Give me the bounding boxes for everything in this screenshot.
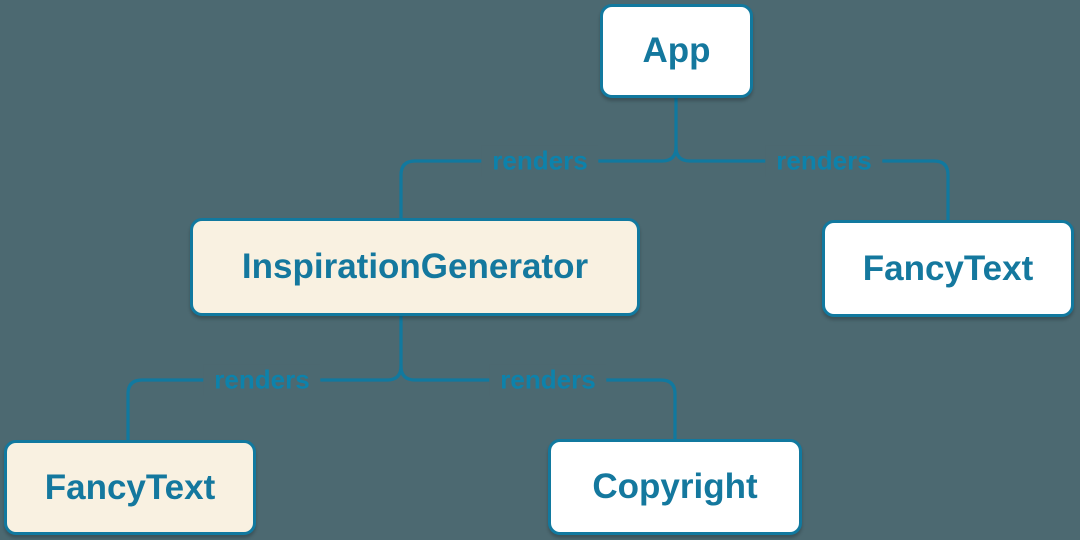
node-fancy-text-top: FancyText [822, 220, 1074, 317]
node-inspiration-generator: InspirationGenerator [190, 218, 640, 316]
node-copyright: Copyright [548, 439, 802, 535]
edge-label-renders-app-fancytext: renders [765, 145, 883, 177]
edge-label-renders-inspirationgenerator-copyright: renders [489, 364, 607, 396]
node-fancy-text-bottom: FancyText [4, 440, 256, 535]
node-app: App [600, 4, 753, 98]
edge-inspirationgenerator-to-copyright [399, 364, 677, 441]
edge-label-renders-inspirationgenerator-fancytext: renders [203, 364, 321, 396]
edge-label-renders-app-inspirationgenerator: renders [481, 145, 599, 177]
edge-app-to-fancytext [674, 145, 950, 222]
